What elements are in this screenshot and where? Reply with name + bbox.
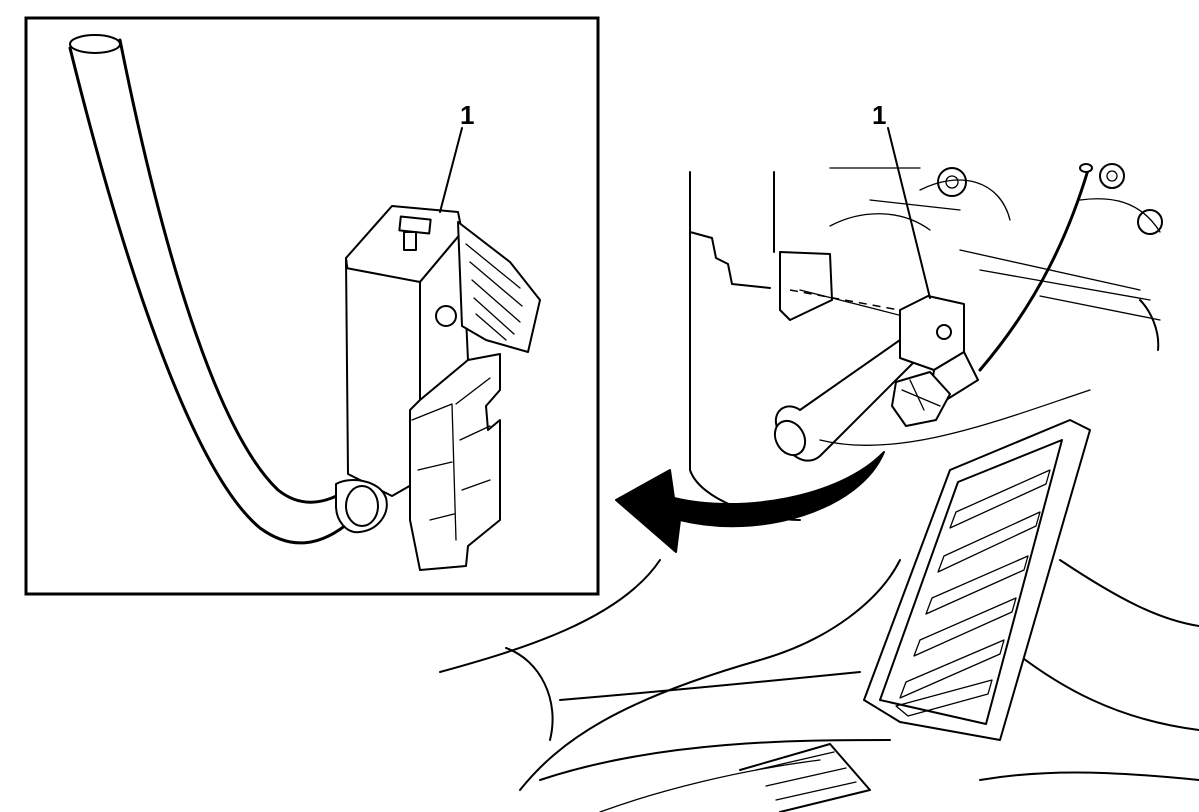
main-sensor-module	[891, 295, 979, 427]
inset-cable	[68, 34, 354, 545]
main-leader-line	[887, 127, 931, 299]
inset-callout: 1	[460, 100, 474, 130]
inset-leader-line	[439, 127, 463, 213]
install-guide	[789, 289, 911, 313]
inset-panel: 1	[24, 16, 600, 596]
removal-arrow	[615, 451, 885, 553]
inset-connector	[335, 205, 541, 571]
main-callout: 1	[872, 100, 886, 130]
lower-vent	[739, 743, 871, 812]
main-cable	[978, 168, 1090, 372]
main-scene: 1	[439, 100, 1199, 812]
floor-vent	[863, 419, 1091, 741]
